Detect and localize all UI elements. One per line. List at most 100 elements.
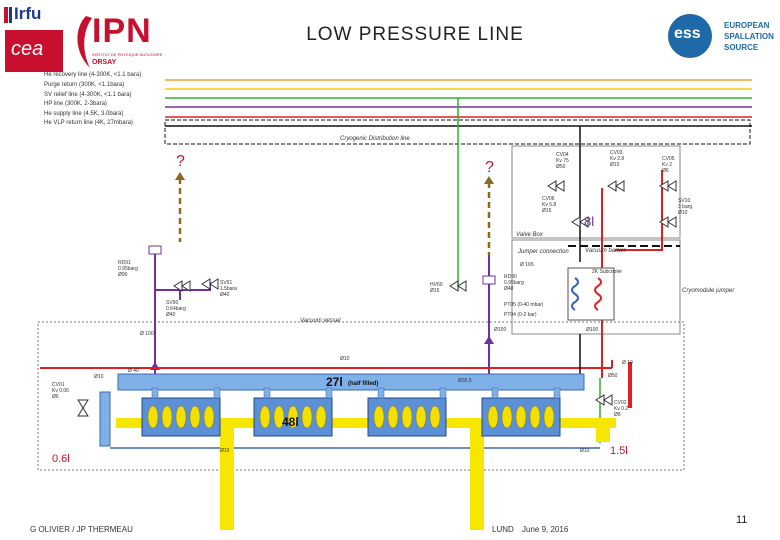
footer-place: LUND — [492, 525, 514, 534]
left-heat-exchanger — [99, 391, 111, 447]
subcooler-coil-blue — [571, 277, 579, 311]
hp-arrow-2 — [484, 336, 494, 344]
half-filled-label: (half filled) — [348, 381, 378, 387]
question-mark-left: ? — [176, 153, 185, 170]
two-phase-header — [117, 373, 585, 391]
ipn-logo: IPN INSTITUT DE PHYSIQUE NUCLÉAIRE ORSAY — [66, 8, 166, 72]
valve-cv04 — [547, 180, 565, 192]
diameter-d355: Ø35,5 — [458, 378, 472, 384]
question-mark-mid: ? — [485, 159, 494, 176]
irfu-logo-text: Irfu — [14, 4, 42, 23]
label-pt04: PT04 (0-2 bar) — [504, 312, 537, 318]
rupture-disc-rd91 — [148, 245, 162, 255]
valve-hv-mid — [173, 280, 191, 292]
valve-cv02 — [595, 394, 613, 406]
diameter-d165: Ø 165 — [520, 262, 534, 268]
diameter-d50: Ø50 — [608, 373, 618, 379]
valve-cv03 — [607, 180, 625, 192]
valve-cv06 — [571, 216, 589, 228]
diameter-d100a: Ø 100 — [140, 331, 154, 337]
supply-heater-bar — [628, 362, 632, 408]
slide-title: LOW PRESSURE LINE — [306, 24, 524, 45]
diameter-d100b: Ø100 — [494, 327, 506, 333]
valve-hv60 — [449, 280, 467, 292]
valve-cv05 — [659, 180, 677, 192]
cavity-cells — [147, 405, 555, 429]
cea-logo: cea — [5, 30, 63, 72]
ess-logo-text: ess — [674, 25, 701, 42]
diameter-d40: Ø 40 — [128, 368, 139, 374]
cryomodule-jumper-label: Cryomodule jumper — [682, 288, 735, 294]
vacuum-vessel-label: Vacuum vessel — [300, 318, 341, 324]
valves — [77, 180, 677, 417]
volume-48l: 48l — [282, 415, 299, 429]
footer-author: G OLIVIER / JP THERMEAU — [30, 525, 133, 534]
volume-0-6l: 0.6l — [52, 453, 70, 465]
ess-logo-word-1: EUROPEAN — [724, 21, 770, 30]
cavity-string — [141, 387, 561, 437]
diameter-d100c: Ø100 — [586, 327, 598, 333]
diameter-d10b: Ø10 — [94, 374, 104, 380]
irfu-logo-mark — [4, 7, 12, 23]
purge-arrow-left — [175, 172, 185, 180]
valve-box — [511, 145, 681, 239]
legend-label-5: He supply line (4.5K, 3.0bara) — [44, 111, 123, 117]
volume-1-5l: 1.5l — [610, 445, 628, 457]
legend-label-1: He recovery line (4-300K, <1.1 bara) — [44, 72, 141, 78]
legend-label-3: SV relief line (4-300K, <1.1 bara) — [44, 92, 132, 98]
subcooler-coil-red — [594, 277, 602, 311]
label-pt05: PT05 (0-40 mbar) — [504, 302, 544, 308]
cea-logo-text: cea — [11, 38, 44, 60]
volume-8l: 8l — [584, 214, 594, 229]
rupture-disc-rd90 — [482, 275, 496, 285]
legend-label-6: He VLP return line (4K, 27mbara) — [44, 120, 133, 126]
diameter-d10a: Ø10 — [340, 356, 350, 362]
volume-27l: 27l — [326, 375, 343, 389]
ess-logo: ess EUROPEAN SPALLATION SOURCE — [664, 12, 776, 62]
pipe-diameters: Ø 100 Ø100 Ø100 Ø10 Ø10 Ø10 Ø10 Ø 10 Ø50… — [94, 262, 633, 454]
diameter-d10e: Ø 10 — [622, 360, 633, 366]
vacuum-barrier-label: Vacuum barrier — [585, 248, 627, 254]
ess-logo-mark — [668, 14, 712, 58]
purge-structure — [116, 418, 616, 530]
diameter-d10d: Ø10 — [580, 448, 590, 454]
valve-sv91 — [201, 278, 219, 290]
ipn-logo-sub2: ORSAY — [92, 59, 117, 66]
valve-cv01 — [77, 399, 89, 417]
diameter-d10c: Ø10 — [220, 448, 230, 454]
cryogenic-line-label: Cryogenic Distribution line — [340, 136, 410, 142]
ipn-logo-sub1: INSTITUT DE PHYSIQUE NUCLÉAIRE — [92, 52, 163, 57]
legend-label-4: HP line (300K, 2-3bara) — [44, 101, 107, 107]
legend-labels: He recovery line (4-300K, <1.1 bara) Pur… — [44, 72, 141, 126]
ess-logo-word-3: SOURCE — [724, 43, 759, 52]
jumper-connection-label: Jumper connection — [517, 249, 569, 255]
valve-box-label: Valve Box — [516, 232, 544, 238]
valve-sv10 — [659, 216, 677, 228]
ess-logo-word-2: SPALLATION — [724, 32, 774, 41]
page-number: 11 — [736, 514, 748, 526]
ipn-logo-text: IPN — [92, 12, 152, 50]
irfu-logo: Irfu — [4, 4, 62, 26]
footer-date: June 9, 2016 — [522, 525, 569, 534]
purge-arrow-mid — [484, 176, 494, 184]
hp-branches — [154, 250, 490, 378]
subcooler-label: 2K Subcooler — [592, 269, 622, 275]
legend-label-2: Purge return (300K, <1.1bara) — [44, 82, 124, 88]
vacuum-vessel — [37, 321, 685, 471]
ipn-logo-swoosh — [77, 16, 92, 68]
